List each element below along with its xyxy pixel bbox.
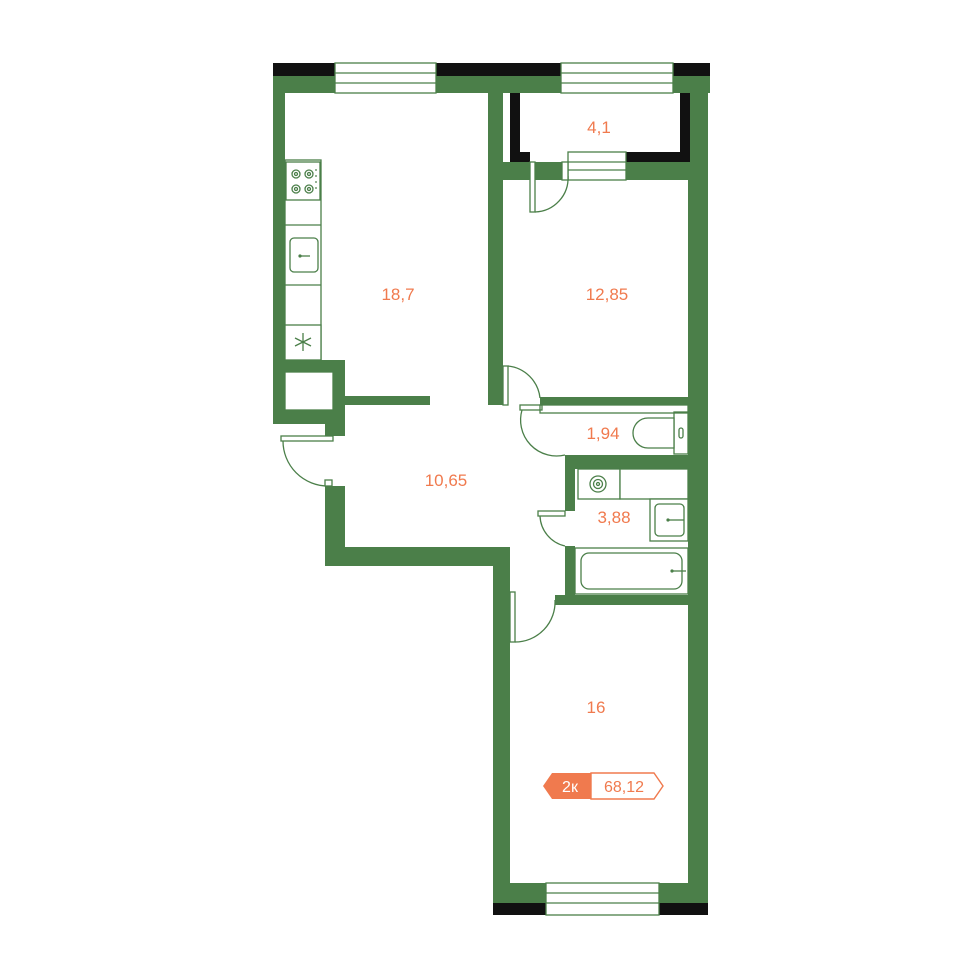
badge-total-area: 68,12 [604,779,644,796]
balcony-frame-bottom-left [510,152,530,162]
dark-wall-top-left [273,63,335,76]
snowflake-icon [284,324,322,361]
wall-bath-left-bottom [565,546,575,602]
door-bedroom-top [502,365,541,406]
wall-left [273,76,285,424]
apartment-badge: 2к 68,12 [543,772,664,800]
door-entrance [280,435,334,487]
kitchen-fixtures [284,159,334,411]
wall-right [688,76,708,915]
wall-toilet-bath [565,455,690,469]
bedroom-top-area: 12,85 [586,285,629,304]
balcony-area: 4,1 [587,118,611,137]
wall-bedroom-toilet [540,397,690,405]
balcony-frame-bottom-right [626,152,690,162]
balcony-frame-left [510,93,520,162]
bathroom-fixtures [574,468,689,595]
windows [334,62,674,916]
wall-entry-top [325,424,345,436]
kitchen-sink-icon [289,237,319,273]
bathroom-area: 3,88 [597,508,630,527]
dark-walls [273,63,710,915]
boiler-icon [577,468,621,500]
wall-kitchen-hall [345,396,430,405]
window-bedroom-bottom [545,882,660,916]
pantry [284,371,334,411]
kitchen-area: 18,7 [381,285,414,304]
door-toilet [519,404,566,457]
door-bedroom-bottom [509,591,556,643]
wall-entry-lower [325,486,345,566]
door-balcony [529,161,569,213]
dark-wall-top-middle [436,63,561,76]
wall-kitchen-bedroom [488,93,503,405]
wall-kitchen-bottom [273,360,345,372]
badge-rooms-count: 2к [562,779,579,796]
window-kitchen [334,62,437,94]
toilet-area: 1,94 [586,424,619,443]
stove-icon [285,161,321,201]
wall-bath-bottom [555,595,690,605]
hall-area: 10,65 [425,471,468,490]
badge-area-frame [590,772,664,800]
door-bathroom [537,510,566,547]
wall-hall-bath-stub [493,547,510,592]
toilet-icon [632,411,689,455]
balcony-frame-right [680,93,690,162]
room-labels: 18,7 4,1 12,85 1,94 10,65 3,88 16 [381,118,630,717]
window-bedroom-top [560,62,674,94]
bathtub-icon [574,547,689,595]
bedroom-bottom-area: 16 [587,698,606,717]
dark-wall-top-right [673,63,710,76]
doors [280,161,569,643]
badge-rooms-bg [543,773,591,799]
toilet-shelf [539,404,689,414]
wall-bedroom-left [493,547,510,915]
window-balcony-door [567,151,627,181]
wall-hall-bottom [325,547,510,566]
dark-wall-bottom-right [659,903,708,915]
dark-wall-bottom-left [493,903,546,915]
wall-pantry-bottom [273,410,345,424]
bath-sink-icon [649,498,689,542]
bath-shelf [619,468,689,500]
wall-bath-left-top [565,455,575,511]
